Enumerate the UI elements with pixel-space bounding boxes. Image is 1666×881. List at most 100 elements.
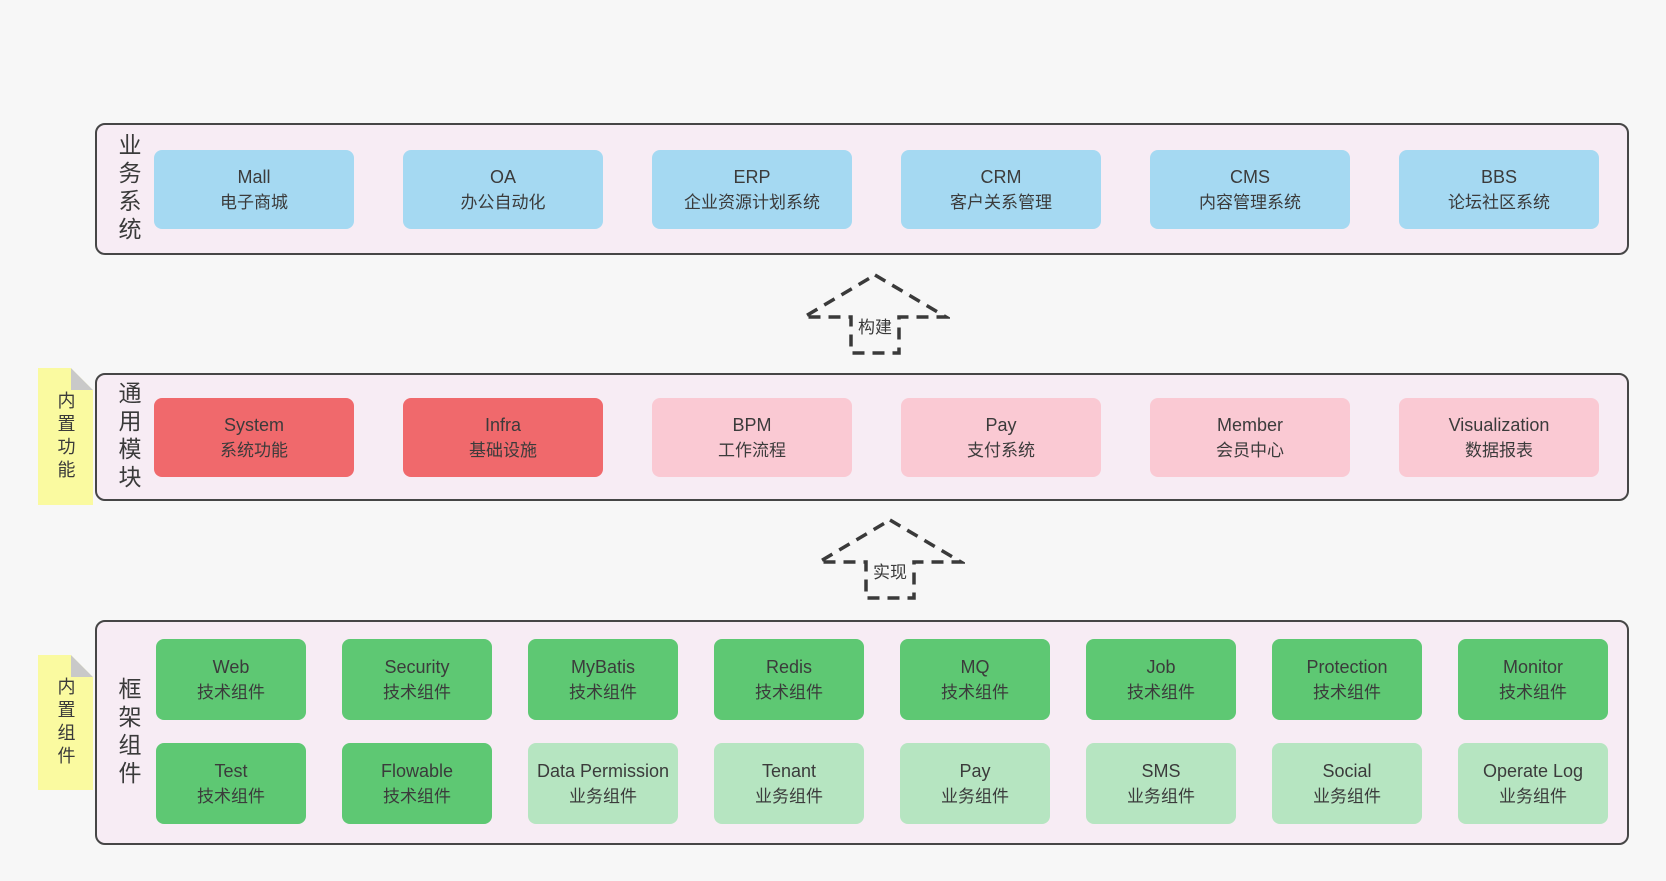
component-subtitle: 业务组件 bbox=[1499, 786, 1567, 806]
module-box-mall: Mall 电子商城 bbox=[154, 150, 354, 229]
band-common-modules: 通用模块 System 系统功能 Infra 基础设施 BPM 工作流程 Pay… bbox=[95, 373, 1629, 501]
band-common-modules-label: 通用模块 bbox=[115, 381, 141, 493]
component-box-test: Test 技术组件 bbox=[156, 743, 306, 824]
module-title: Member bbox=[1216, 414, 1283, 435]
component-subtitle: 技术组件 bbox=[569, 682, 637, 702]
component-subtitle: 技术组件 bbox=[383, 682, 451, 702]
module-box-erp: ERP 企业资源计划系统 bbox=[652, 150, 852, 229]
folded-corner-icon bbox=[71, 655, 93, 677]
sticky-note-builtin-features: 内置功能 bbox=[38, 368, 93, 505]
component-subtitle: 技术组件 bbox=[1313, 682, 1381, 702]
module-box-visualization: Visualization 数据报表 bbox=[1399, 398, 1599, 477]
module-box-bpm: BPM 工作流程 bbox=[652, 398, 852, 477]
component-title: Redis bbox=[765, 656, 813, 677]
module-subtitle: 基础设施 bbox=[469, 440, 537, 460]
implement-arrow-label: 实现 bbox=[870, 558, 910, 583]
module-box-oa: OA 办公自动化 bbox=[403, 150, 603, 229]
module-box-cms: CMS 内容管理系统 bbox=[1150, 150, 1350, 229]
component-title: Operate Log bbox=[1482, 760, 1584, 781]
sticky-note-builtin-components: 内置组件 bbox=[38, 655, 93, 790]
sticky-note-label: 内置组件 bbox=[55, 676, 76, 769]
component-title: Test bbox=[214, 760, 248, 781]
implement-arrow: 实现 bbox=[815, 516, 965, 602]
module-subtitle: 系统功能 bbox=[220, 440, 288, 460]
module-title: Mall bbox=[237, 166, 271, 187]
component-box-tenant: Tenant 业务组件 bbox=[714, 743, 864, 824]
module-subtitle: 客户关系管理 bbox=[950, 192, 1052, 212]
module-box-system: System 系统功能 bbox=[154, 398, 354, 477]
component-title: Job bbox=[1146, 656, 1176, 677]
component-title: Web bbox=[212, 656, 250, 677]
module-title: BPM bbox=[732, 414, 772, 435]
module-subtitle: 会员中心 bbox=[1216, 440, 1284, 460]
component-title: Tenant bbox=[761, 760, 817, 781]
component-title: SMS bbox=[1141, 760, 1181, 781]
component-title: Data Permission bbox=[536, 760, 670, 781]
component-subtitle: 技术组件 bbox=[1499, 682, 1567, 702]
component-box-flowable: Flowable 技术组件 bbox=[342, 743, 492, 824]
module-title: OA bbox=[489, 166, 516, 187]
dashed-up-arrow-icon bbox=[800, 272, 950, 355]
component-box-security: Security 技术组件 bbox=[342, 639, 492, 720]
component-title: MQ bbox=[960, 656, 990, 677]
component-subtitle: 技术组件 bbox=[1127, 682, 1195, 702]
module-title: CRM bbox=[980, 166, 1022, 187]
module-title: System bbox=[223, 414, 284, 435]
module-subtitle: 支付系统 bbox=[967, 440, 1035, 460]
component-title: Social bbox=[1322, 760, 1372, 781]
module-box-bbs: BBS 论坛社区系统 bbox=[1399, 150, 1599, 229]
component-box-data-permission: Data Permission 业务组件 bbox=[528, 743, 678, 824]
folded-corner-icon bbox=[71, 368, 93, 390]
component-box-monitor: Monitor 技术组件 bbox=[1458, 639, 1608, 720]
component-subtitle: 技术组件 bbox=[755, 682, 823, 702]
module-subtitle: 企业资源计划系统 bbox=[684, 192, 820, 212]
component-box-mybatis: MyBatis 技术组件 bbox=[528, 639, 678, 720]
framework-components-row-2: Test 技术组件 Flowable 技术组件 Data Permission … bbox=[156, 743, 1608, 824]
module-title: CMS bbox=[1230, 166, 1270, 187]
component-subtitle: 业务组件 bbox=[1313, 786, 1381, 806]
component-subtitle: 技术组件 bbox=[383, 786, 451, 806]
band-framework-components-label: 框架组件 bbox=[115, 676, 141, 789]
build-arrow: 构建 bbox=[800, 271, 950, 357]
component-box-protection: Protection 技术组件 bbox=[1272, 639, 1422, 720]
component-title: MyBatis bbox=[570, 656, 635, 677]
component-subtitle: 业务组件 bbox=[569, 786, 637, 806]
band-business-systems: 业务系统 Mall 电子商城 OA 办公自动化 ERP 企业资源计划系统 CRM… bbox=[95, 123, 1629, 255]
component-box-job: Job 技术组件 bbox=[1086, 639, 1236, 720]
module-box-crm: CRM 客户关系管理 bbox=[901, 150, 1101, 229]
module-box-pay: Pay 支付系统 bbox=[901, 398, 1101, 477]
dashed-up-arrow-icon bbox=[815, 517, 965, 600]
module-title: ERP bbox=[733, 166, 771, 187]
component-box-pay: Pay 业务组件 bbox=[900, 743, 1050, 824]
component-title: Security bbox=[384, 656, 450, 677]
component-box-web: Web 技术组件 bbox=[156, 639, 306, 720]
module-title: Visualization bbox=[1448, 414, 1550, 435]
module-subtitle: 内容管理系统 bbox=[1199, 192, 1301, 212]
module-title: Pay bbox=[985, 414, 1017, 435]
sticky-note-label: 内置功能 bbox=[55, 390, 76, 483]
band-framework-components: 框架组件 Web 技术组件 Security 技术组件 MyBatis 技术组件… bbox=[95, 620, 1629, 845]
component-box-sms: SMS 业务组件 bbox=[1086, 743, 1236, 824]
component-subtitle: 业务组件 bbox=[941, 786, 1009, 806]
framework-components-row-1: Web 技术组件 Security 技术组件 MyBatis 技术组件 Redi… bbox=[156, 639, 1608, 720]
module-subtitle: 办公自动化 bbox=[460, 192, 546, 212]
component-box-mq: MQ 技术组件 bbox=[900, 639, 1050, 720]
component-box-redis: Redis 技术组件 bbox=[714, 639, 864, 720]
component-subtitle: 技术组件 bbox=[197, 786, 265, 806]
component-box-operate-log: Operate Log 业务组件 bbox=[1458, 743, 1608, 824]
component-title: Flowable bbox=[380, 760, 454, 781]
component-title: Monitor bbox=[1502, 656, 1564, 677]
module-title: Infra bbox=[484, 414, 522, 435]
module-subtitle: 数据报表 bbox=[1465, 440, 1533, 460]
component-subtitle: 技术组件 bbox=[941, 682, 1009, 702]
build-arrow-label: 构建 bbox=[855, 313, 895, 338]
component-subtitle: 技术组件 bbox=[197, 682, 265, 702]
module-title: BBS bbox=[1480, 166, 1518, 187]
component-box-social: Social 业务组件 bbox=[1272, 743, 1422, 824]
band-business-systems-label: 业务系统 bbox=[115, 133, 141, 245]
module-box-infra: Infra 基础设施 bbox=[403, 398, 603, 477]
component-subtitle: 业务组件 bbox=[755, 786, 823, 806]
component-title: Pay bbox=[959, 760, 991, 781]
module-box-member: Member 会员中心 bbox=[1150, 398, 1350, 477]
